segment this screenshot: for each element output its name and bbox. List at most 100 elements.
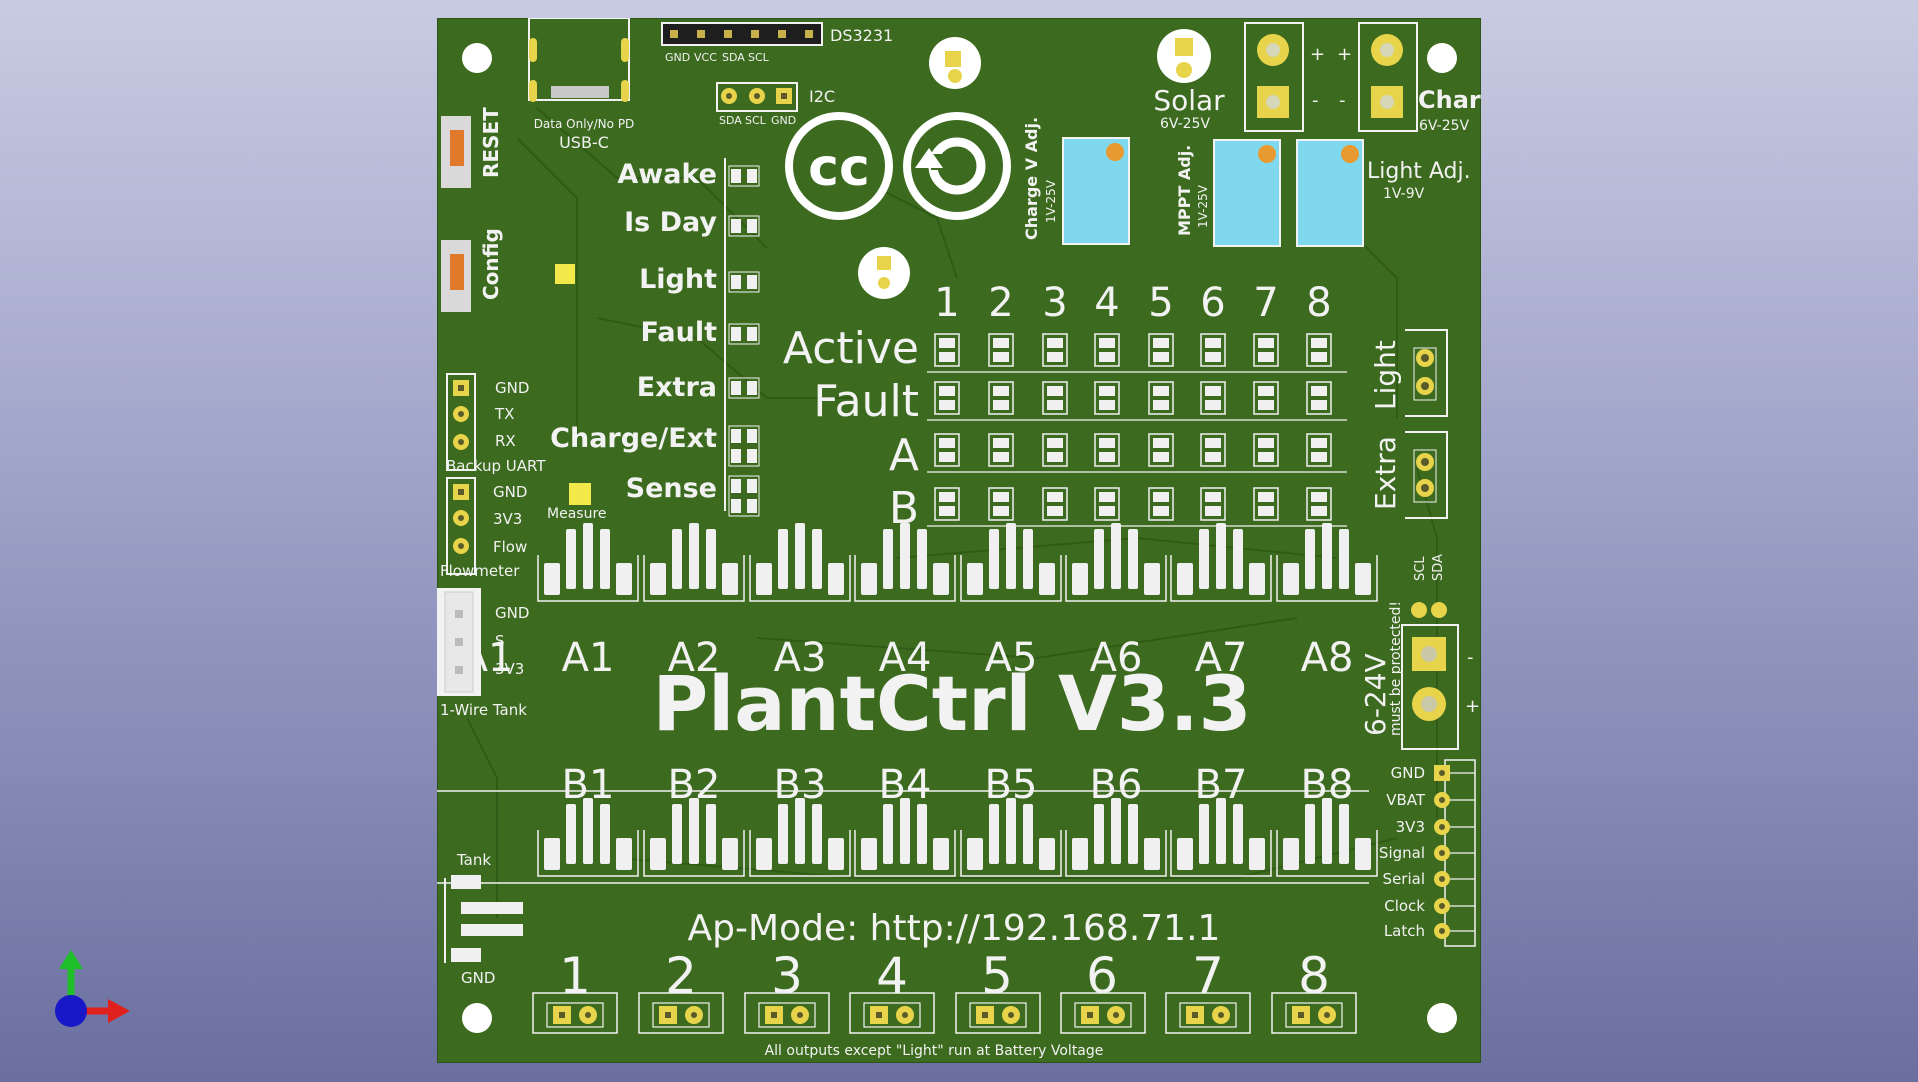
expansion-header	[1434, 759, 1476, 947]
i2c-pin-scl: SCL	[745, 114, 767, 127]
status-label-sense: Sense	[626, 473, 717, 504]
matrix-led	[988, 333, 1014, 367]
sensor-label-a6: A6	[1090, 635, 1143, 681]
matrix-led	[1306, 487, 1332, 521]
output-label-3: 3	[771, 947, 803, 1005]
sensor-label-b6: B6	[1090, 762, 1143, 808]
light-range: 1V-9V	[1383, 186, 1425, 202]
tank-gnd-label: GND	[461, 969, 495, 987]
matrix-led	[1094, 487, 1120, 521]
sensor-label-a8: A8	[1301, 635, 1354, 681]
pcb-board: Data Only/No PD USB-C DS3231 GND VCC SDA…	[437, 18, 1481, 1063]
status-label-fault: Fault	[641, 317, 718, 348]
test-pad	[555, 264, 575, 284]
matrix-led	[1042, 333, 1068, 367]
tank-label: 1-Wire Tank	[440, 701, 527, 719]
vin-plus: +	[1465, 696, 1480, 717]
matrix-led	[1148, 487, 1174, 521]
sensor-label-b3: B3	[774, 762, 827, 808]
matrix-col-5: 5	[1148, 280, 1173, 326]
extra-connector	[1405, 431, 1448, 519]
matrix-row-fault: Fault	[813, 376, 919, 427]
svg-text:cc: cc	[808, 138, 870, 198]
output-connector	[1271, 992, 1357, 1034]
expansion-pin-3v3: 3V3	[1396, 818, 1425, 836]
sensor-footprint-a	[749, 523, 851, 602]
matrix-led	[1094, 381, 1120, 415]
matrix-col-7: 7	[1253, 280, 1278, 326]
light-connector	[1405, 329, 1448, 417]
vin-minus: -	[1467, 647, 1474, 668]
sensor-footprint-a	[1276, 523, 1378, 602]
matrix-led	[1042, 381, 1068, 415]
matrix-led	[1042, 433, 1068, 467]
output-connector	[955, 992, 1041, 1034]
sensor-label-a4: A4	[879, 635, 932, 681]
output-connector	[1165, 992, 1251, 1034]
output-label-5: 5	[981, 947, 1013, 1005]
extra-connector-label: Extra	[1369, 436, 1402, 510]
expansion-pin-gnd: GND	[1391, 764, 1425, 782]
led-matrix	[927, 333, 1347, 527]
axes-gizmo	[55, 950, 130, 1027]
uart-pin-gnd: GND	[495, 379, 529, 397]
ds3231-pin-gnd: GND	[665, 51, 690, 64]
matrix-row-active: Active	[783, 323, 919, 374]
output-connector	[1060, 992, 1146, 1034]
sensor-footprint-a	[1065, 523, 1167, 602]
measure-test-pad	[569, 483, 591, 505]
one-wire-tank-connector	[437, 588, 481, 696]
flow-pin-3v3: 3V3	[493, 510, 522, 528]
sensor-footprint-b	[1065, 798, 1167, 877]
output-label-8: 8	[1298, 947, 1330, 1005]
output-label-7: 7	[1192, 947, 1224, 1005]
ds3231-pin-sda: SDA	[722, 51, 745, 64]
backup-uart-header	[446, 373, 476, 471]
sensor-footprint-b	[537, 798, 639, 877]
matrix-led	[934, 381, 960, 415]
sensor-label-b5: B5	[985, 762, 1038, 808]
charger-plus-b: +	[1337, 44, 1352, 65]
vin-terminal	[1401, 624, 1459, 750]
matrix-col-8: 8	[1306, 280, 1331, 326]
matrix-led	[988, 433, 1014, 467]
matrix-col-4: 4	[1094, 280, 1119, 326]
vin-note: must be protected!	[1388, 601, 1404, 736]
i2c-pin-gnd: GND	[771, 114, 796, 127]
sensor-footprint-a	[854, 523, 956, 602]
sensor-footprint-a	[643, 523, 745, 602]
expansion-pin-latch: Latch	[1384, 922, 1425, 940]
config-label: Config	[479, 228, 503, 300]
mppt-adj-label: MPPT Adj.	[1175, 145, 1194, 236]
charger-range: 6V-25V	[1419, 118, 1470, 134]
matrix-led	[1148, 381, 1174, 415]
matrix-col-1: 1	[934, 280, 959, 326]
status-label-extra: Extra	[637, 372, 717, 403]
tank-conn-label: Tank	[456, 851, 491, 869]
ap-mode-url: Ap-Mode: http://192.168.71.1	[688, 908, 1221, 949]
output-connector	[638, 992, 724, 1034]
charge-v-range: 1V-25V	[1044, 179, 1058, 223]
tank-pin-gnd: GND	[495, 604, 529, 622]
sensor-label-b7: B7	[1195, 762, 1248, 808]
status-label-is-day: Is Day	[624, 207, 717, 238]
charge-v-potentiometer	[1062, 137, 1130, 245]
matrix-led	[934, 433, 960, 467]
uart-label: Backup UART	[446, 457, 546, 475]
ds3231-label: DS3231	[830, 26, 893, 45]
sensor-label-b8: B8	[1301, 762, 1354, 808]
matrix-led	[1200, 333, 1226, 367]
matrix-led	[1253, 381, 1279, 415]
ds3231-header	[661, 22, 823, 46]
solar-connector	[1157, 29, 1211, 83]
matrix-led	[988, 381, 1014, 415]
uart-pin-rx: RX	[495, 432, 516, 450]
sensor-label-b2: B2	[668, 762, 721, 808]
mounting-hole	[462, 43, 492, 73]
output-label-4: 4	[876, 947, 908, 1005]
flowmeter-header	[446, 477, 476, 575]
matrix-led	[1306, 433, 1332, 467]
mounting-hole	[462, 1003, 492, 1033]
vin-label: 6-24V	[1359, 653, 1392, 736]
charge-v-adj-label: Charge V Adj.	[1022, 117, 1041, 240]
